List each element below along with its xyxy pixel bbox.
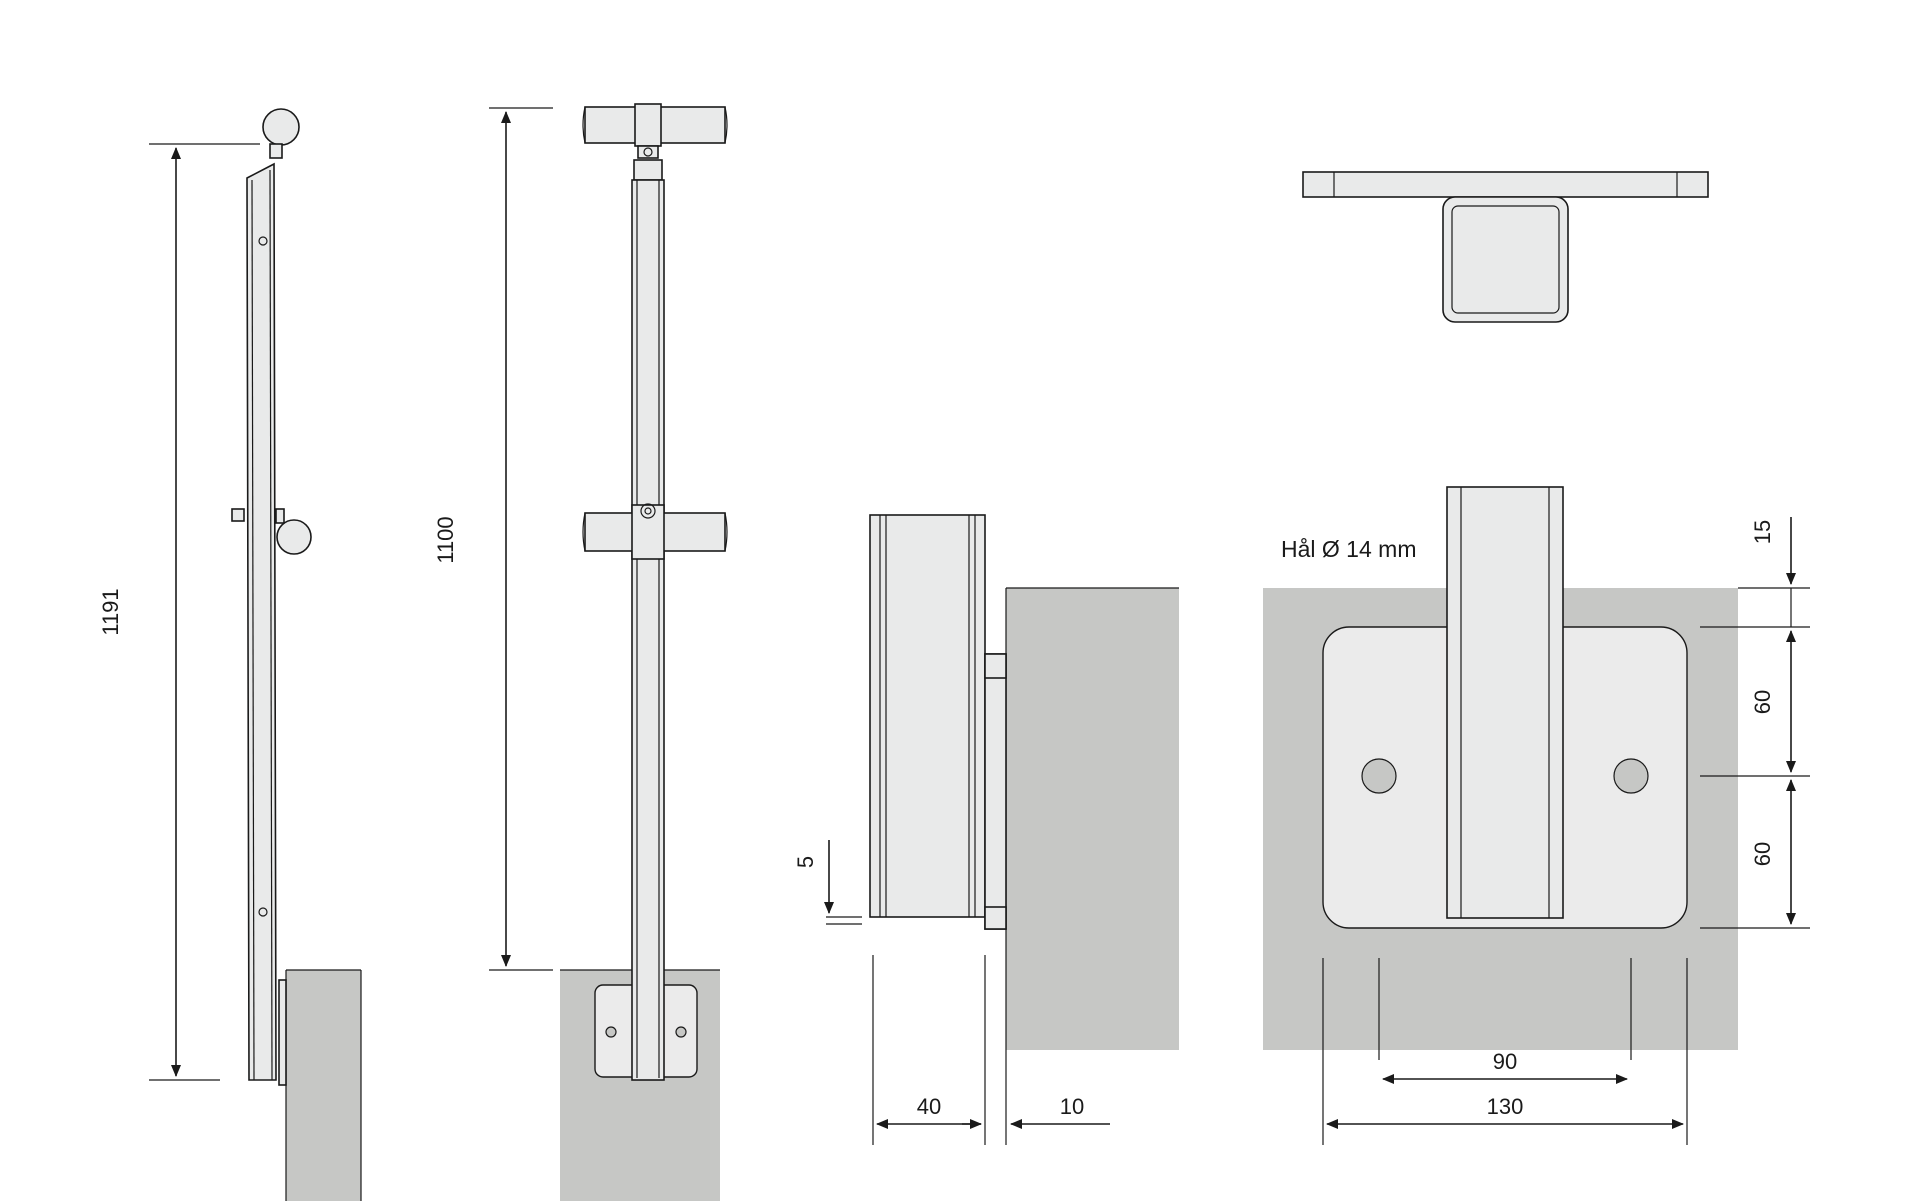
base-post [1446,486,1564,919]
rail-top [1302,171,1709,198]
dim-lower-spacing: 60 [1750,842,1775,866]
top-section-view [1302,171,1709,323]
post-profile [869,514,986,918]
dim-upper-spacing: 60 [1750,690,1775,714]
concrete-wall [1006,588,1179,1050]
post-section [1442,196,1569,323]
dim-plate-width: 130 [1487,1094,1524,1119]
side-view: 1191 [98,108,362,1201]
dim-hole-spacing: 90 [1493,1049,1517,1074]
mount-section-view: 5 40 10 [793,514,1179,1145]
front-view: 1100 [433,103,728,1201]
dim-front-height: 1100 [433,516,458,563]
hole-note: Hål Ø 14 mm [1281,536,1416,562]
dim-profile-width: 40 [917,1094,941,1119]
wall-plate [984,653,1007,930]
anchor-hole-left [1361,758,1397,794]
side-post [246,162,277,1081]
dim-gap: 5 [793,856,818,868]
concrete-block [286,970,361,1201]
dim-plate-thickness: 10 [1060,1094,1084,1119]
base-plate-view: Hål Ø 14 mm 15 60 60 90 130 [1263,486,1810,1145]
anchor-hole-right [1613,758,1649,794]
side-bracket [278,979,287,1086]
mid-rail-section [276,519,312,555]
top-rail-section [262,108,300,146]
dim-top-offset: 15 [1750,520,1775,544]
dim-side-height: 1191 [98,588,123,635]
